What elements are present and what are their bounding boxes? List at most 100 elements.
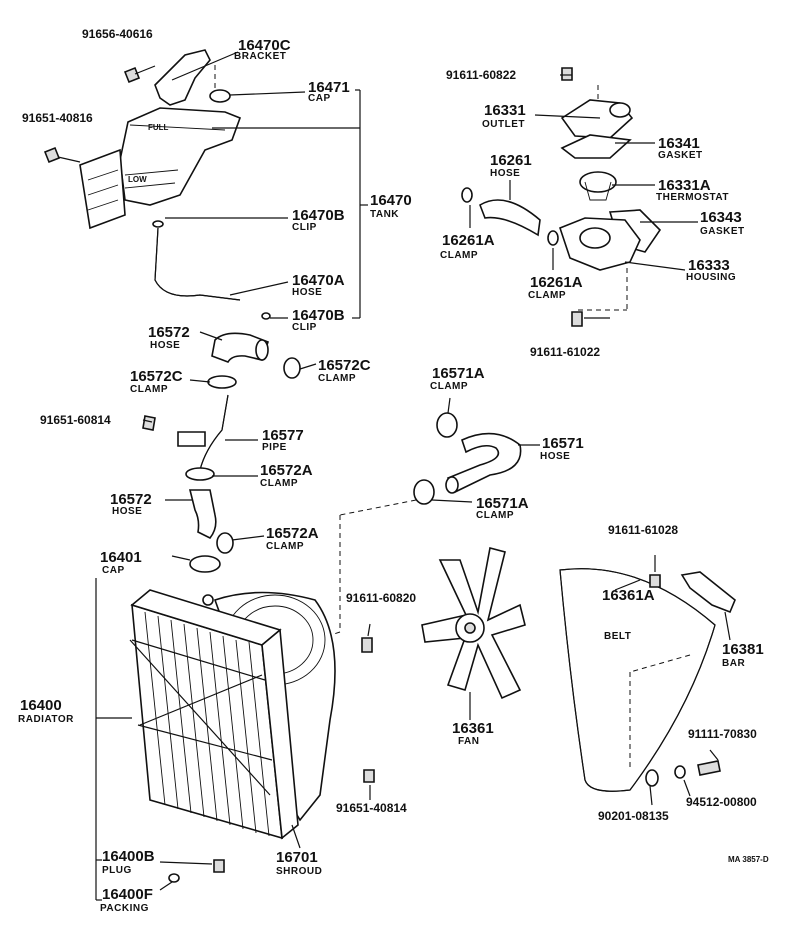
label-16572C-left-name: CLAMP — [130, 384, 168, 395]
label-16572-bot-num: 16572 — [110, 491, 152, 508]
label-16331A-num: 16331A — [658, 177, 711, 194]
label-16381-num: 16381 — [722, 641, 764, 658]
nut-90201-08135 — [645, 769, 659, 787]
hose-16572-bot — [188, 489, 217, 540]
label-16470A-num: 16470A — [292, 272, 345, 289]
label-16470-name: TANK — [370, 209, 399, 220]
bolt-91651-40816 — [43, 146, 61, 164]
thermostat-group — [461, 67, 698, 327]
adjusting-bar — [680, 571, 736, 614]
belt-group — [559, 555, 736, 806]
label-91651-40816-num: 91651-40816 — [22, 111, 93, 125]
label-16571A-bot-name: CLAMP — [476, 510, 514, 521]
radiator-cap — [189, 555, 221, 573]
reserve-tank-group: FULL LOW — [43, 49, 368, 320]
label-16577-num: 16577 — [262, 427, 304, 444]
upper-hose-group — [142, 331, 317, 554]
hose-16572-top — [211, 332, 269, 363]
label-16471-num: 16471 — [308, 79, 350, 96]
label-91611-60820-num: 91611-60820 — [346, 591, 416, 605]
label-16400F-num: 16400F — [102, 886, 153, 903]
label-90201-08135-num: 90201-08135 — [598, 809, 669, 823]
label-16572C-right-name: CLAMP — [318, 373, 356, 384]
label-16261-name: HOSE — [490, 168, 520, 179]
overflow-hose — [154, 227, 241, 301]
label-16571-name: HOSE — [540, 451, 570, 462]
label-16572C-right-num: 16572C — [318, 357, 371, 374]
label-16341-name: GASKET — [658, 150, 703, 161]
label-16571A-top-num: 16571A — [432, 365, 485, 382]
label-16400-name: RADIATOR — [18, 714, 74, 725]
label-16470C-num: 16470C — [238, 37, 291, 54]
label-16333-num: 16333 — [688, 257, 730, 274]
outlet-gasket — [560, 134, 632, 159]
lower-hose-group — [299, 397, 540, 646]
clamp-16572A-top-mark — [185, 467, 215, 481]
label-16701-num: 16701 — [276, 849, 318, 866]
label-16261A-left-num: 16261A — [442, 232, 495, 249]
label-16261-num: 16261 — [490, 152, 532, 169]
label-16401-num: 16401 — [100, 549, 142, 566]
clamp-16261A-right-mark — [547, 230, 559, 246]
label-16261A-right-num: 16261A — [530, 274, 583, 291]
label-16571A-bot-num: 16571A — [476, 495, 529, 512]
clamp-16572C-left-mark — [207, 375, 237, 389]
label-16572A-bot-num: 16572A — [266, 525, 319, 542]
label-16571A-top-name: CLAMP — [430, 381, 468, 392]
label-91651-40814-num: 91651-40814 — [336, 801, 407, 815]
label-16470B-top-num: 16470B — [292, 207, 345, 224]
label-16401-name: CAP — [102, 565, 125, 576]
label-16261A-left-name: CLAMP — [440, 250, 478, 261]
label-16577-name: PIPE — [262, 442, 287, 453]
label-16572-top-num: 16572 — [148, 324, 190, 341]
tank-low-mark: LOW — [128, 175, 147, 184]
label-16343-num: 16343 — [700, 209, 742, 226]
bolt-91651-40814 — [363, 769, 375, 783]
drain-plug — [213, 859, 225, 873]
label-91611-61022-num: 91611-61022 — [530, 345, 600, 359]
label-16341-num: 16341 — [658, 135, 700, 152]
hose-16571 — [446, 432, 522, 494]
tank-bracket — [154, 49, 211, 106]
label-16470-num: 16470 — [370, 192, 412, 209]
labels: 91656-40616 16470C BRACKET 16471 CAP 916… — [18, 27, 769, 914]
label-94512-00800-num: 94512-00800 — [686, 795, 757, 809]
clamp-16572C-right-mark — [283, 357, 301, 379]
label-16361-name: FAN — [458, 736, 480, 747]
bolt-91656-40616 — [123, 66, 141, 84]
label-91656-40616-num: 91656-40616 — [82, 27, 153, 41]
clamp-16571A-bot-mark — [413, 479, 435, 505]
label-16470B-top-name: CLIP — [292, 222, 317, 233]
label-16572-bot-name: HOSE — [112, 506, 142, 517]
label-16361-num: 16361 — [452, 720, 494, 737]
label-91651-60814-num: 91651-60814 — [40, 413, 111, 427]
label-16572A-bot-name: CLAMP — [266, 541, 304, 552]
label-16400B-name: PLUG — [102, 865, 132, 876]
label-16572-top-name: HOSE — [150, 340, 180, 351]
label-16361A-name: BELT — [604, 631, 631, 642]
bypass-hose — [479, 199, 541, 237]
label-91611-60822-num: 91611-60822 — [446, 68, 516, 82]
washer-94512-00800 — [674, 765, 686, 779]
label-16361A-num: 16361A — [602, 587, 655, 604]
label-16572C-left-num: 16572C — [130, 368, 183, 385]
tank-mount-plate — [79, 148, 126, 230]
label-16571-num: 16571 — [542, 435, 584, 452]
label-16381-name: BAR — [722, 658, 745, 669]
label-16572A-top-name: CLAMP — [260, 478, 298, 489]
clamp-16261A-left-mark — [461, 187, 473, 203]
radiator-group — [95, 555, 375, 901]
bolt-91111-70830 — [697, 760, 721, 776]
label-16470B-bot-num: 16470B — [292, 307, 345, 324]
bolt-91611-61022 — [571, 311, 583, 327]
label-16331A-name: THERMOSTAT — [656, 192, 729, 203]
label-16400-num: 16400 — [20, 697, 62, 714]
bolt-91611-60822 — [561, 67, 573, 81]
label-16261A-right-name: CLAMP — [528, 290, 566, 301]
label-16572A-top-num: 16572A — [260, 462, 313, 479]
drawing-ref: MA 3857-D — [728, 855, 769, 864]
label-91111-70830-num: 91111-70830 — [688, 727, 757, 741]
thermostat — [579, 171, 617, 193]
bolt-91651-60814 — [142, 415, 156, 431]
